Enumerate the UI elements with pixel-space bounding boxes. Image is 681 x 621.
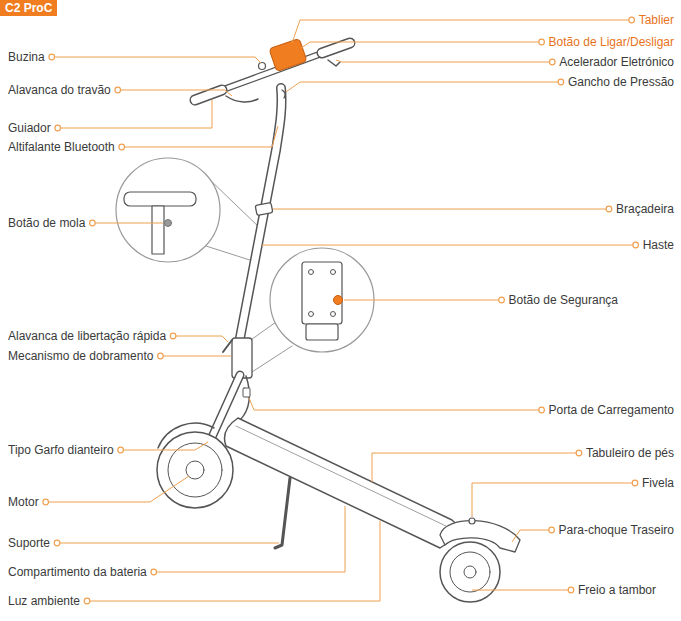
part-label: Motor — [8, 494, 39, 510]
leader-line — [154, 506, 345, 572]
leader-dot — [43, 499, 49, 505]
leader-dot — [549, 59, 555, 65]
leader-dot — [158, 353, 164, 359]
leader-line — [372, 453, 579, 482]
leader-line — [301, 42, 542, 48]
part-label: Braçadeira — [616, 201, 674, 217]
leader-dot — [90, 220, 96, 226]
leader-line — [160, 356, 231, 357]
leader-dot — [632, 480, 638, 486]
leader-dot — [549, 527, 555, 533]
part-label: Mecanismo de dobramento — [8, 348, 153, 364]
leader-line — [286, 82, 561, 92]
leader-dot — [170, 333, 176, 339]
brake-lever — [226, 96, 258, 102]
deck — [225, 418, 458, 548]
dashboard — [269, 38, 307, 71]
part-label: Buzina — [8, 49, 45, 65]
charging-port — [243, 388, 250, 397]
part-label: Botão de Segurança — [509, 292, 618, 308]
horn — [259, 63, 266, 70]
part-label: Freio a tambor — [578, 582, 656, 598]
part-label: Luz ambiente — [8, 593, 80, 609]
clamp — [255, 203, 273, 216]
kickstand — [275, 478, 290, 548]
part-label: Tabuleiro de pés — [586, 445, 674, 461]
leader-dot — [633, 242, 639, 248]
part-label: Tablier — [639, 12, 674, 28]
leader-line — [122, 126, 278, 147]
frame — [240, 376, 249, 420]
leader-dot — [115, 87, 121, 93]
leader-line — [512, 530, 552, 542]
leader-line — [273, 209, 609, 210]
spring-button — [165, 220, 172, 227]
part-label: Botão de Ligar/Desligar — [549, 34, 674, 50]
part-label: Haste — [643, 237, 674, 253]
leader-dot — [629, 17, 635, 23]
leader-line — [57, 543, 279, 544]
part-label: Altifalante Bluetooth — [8, 139, 115, 155]
grip — [322, 43, 350, 53]
leader-dot — [499, 297, 505, 303]
model-badge: C2 ProC — [0, 0, 57, 16]
safety-button — [334, 296, 343, 305]
rear-fender — [440, 521, 520, 552]
part-label: Fivela — [642, 475, 674, 491]
leader-dot — [55, 125, 61, 131]
leader-line — [87, 521, 380, 601]
leader-line — [52, 57, 261, 63]
part-label: Botão de mola — [8, 215, 85, 231]
leader-line — [336, 60, 552, 62]
leader-dot — [568, 587, 574, 593]
part-label: Tipo Garfo dianteiro — [8, 442, 114, 458]
leader-dot — [54, 540, 60, 546]
leader-line — [118, 90, 232, 96]
leader-line — [262, 245, 636, 246]
detail-inset — [116, 158, 220, 262]
leader-dot — [576, 450, 582, 456]
buckle — [469, 518, 475, 524]
leader-dot — [84, 598, 90, 604]
leader-dot — [558, 79, 564, 85]
part-label: Suporte — [8, 535, 50, 551]
leader-dot — [49, 54, 55, 60]
part-label: Acelerador Eletrónico — [559, 54, 674, 70]
leader-line — [472, 483, 635, 517]
part-label: Gancho de Pressão — [568, 74, 674, 90]
leader-line — [121, 442, 208, 450]
part-label: Para-choque Traseiro — [559, 522, 674, 538]
leader-dot — [539, 407, 545, 413]
leader-line — [46, 476, 189, 502]
part-label: Alavanca de libertação rápida — [8, 328, 166, 344]
part-label: Porta de Carregamento — [549, 402, 674, 418]
part-label: Alavanca do travão — [8, 82, 111, 98]
leader-dot — [151, 569, 157, 575]
leader-line — [92, 223, 163, 224]
leader-dot — [119, 144, 125, 150]
hook — [282, 90, 285, 98]
leader-line — [173, 336, 228, 342]
front-wheel — [157, 432, 233, 508]
part-label: Compartimento da bateria — [8, 564, 147, 580]
leader-dot — [118, 447, 124, 453]
leader-line — [249, 398, 542, 410]
leader-line — [344, 300, 502, 301]
leader-dot — [606, 206, 612, 212]
leader-dot — [539, 39, 545, 45]
grip — [195, 90, 222, 100]
rear-wheel — [440, 542, 500, 602]
part-label: Guiador — [8, 120, 51, 136]
leader-line — [58, 100, 212, 128]
leader-line — [472, 590, 571, 591]
